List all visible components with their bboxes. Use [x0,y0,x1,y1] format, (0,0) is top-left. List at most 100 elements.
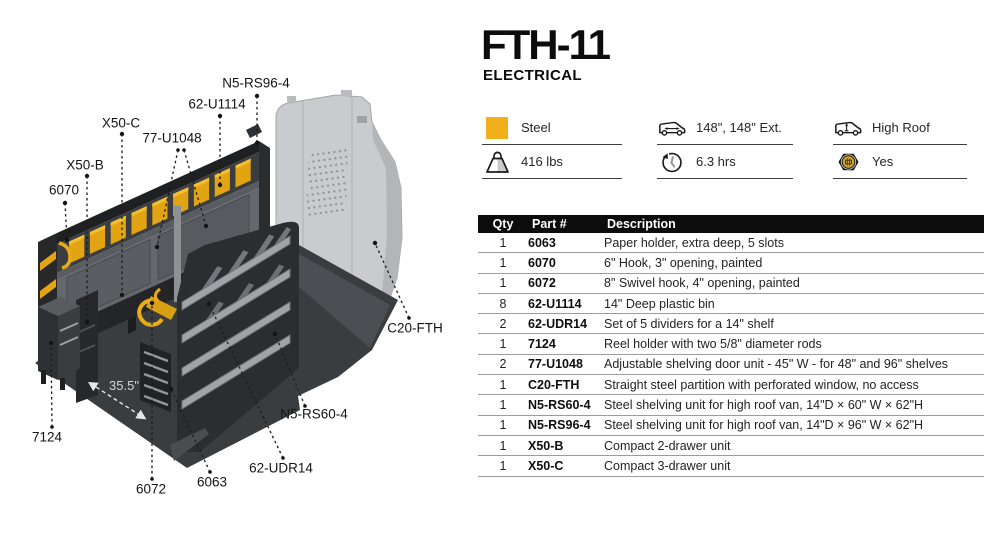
part-cell: N5-RS60-4 [528,394,604,416]
callout-label: X50-B [66,158,104,173]
desc-cell: Adjustable shelving door unit - 45" W - … [604,354,984,376]
spec-wheelbase-label: 148", 148" Ext. [696,120,782,135]
qty-cell: 1 [478,435,528,457]
paper-holder-6063 [140,342,171,412]
top-bracket [246,124,262,138]
qty-cell: 1 [478,333,528,355]
callout-label: N5-RS96-4 [222,76,290,91]
qty-cell: 1 [478,252,528,274]
col-header-desc: Description [604,215,984,233]
van-wheelbase-icon [657,117,687,139]
partition-bracket [357,116,367,123]
callout-label: 77-U1048 [142,131,201,146]
callout-7124: 7124 [32,340,63,445]
qty-cell: 8 [478,293,528,315]
callout-6070: 6070 [49,183,79,243]
shelf-rail [181,301,291,377]
dimension-label: 35.5" [109,378,139,393]
spec-install-time: 6.3 hrs [657,145,793,179]
arrowhead [88,382,99,392]
desc-cell: 14" Deep plastic bin [604,293,984,315]
part-cell: 6070 [528,252,604,274]
desc-cell: Steel shelving unit for high roof van, 1… [604,415,984,436]
col-header-part: Part # [528,215,604,233]
floor-shadow [284,250,390,348]
spec-hardware-label: Yes [872,154,894,169]
spec-install-time-label: 6.3 hrs [696,154,736,169]
part-cell: C20-FTH [528,374,604,396]
qty-cell: 1 [478,455,528,477]
spec-weight: 416 lbs [482,145,622,179]
spec-hardware: Yes [833,145,967,179]
clock-rework-icon [657,149,687,175]
partition-side-shade [372,122,402,298]
spec-column-1: Steel 416 lbs [482,111,622,179]
callout-label: 6063 [197,475,227,490]
drawer-units-x50 [76,290,98,403]
col-header-qty: Qty [478,215,528,233]
van-high-roof-icon [833,117,863,139]
desc-cell: Compact 3-drawer unit [604,455,984,477]
callout-77-u1048: 77-U1048 [142,131,209,250]
shelf-rail [181,334,291,410]
part-cell: 62-UDR14 [528,313,604,335]
desc-cell: Set of 5 dividers for a 14" shelf [604,313,984,335]
base-plate [170,428,209,461]
partition-tab [341,90,352,96]
qty-cell: 1 [478,233,528,254]
qty-cell: 2 [478,313,528,335]
spec-weight-label: 416 lbs [521,154,563,169]
callout-label: X50-C [102,116,141,131]
shelf-divider-62-udr14 [227,250,249,277]
qty-cell: 1 [478,394,528,416]
callout-label: 6072 [136,482,166,497]
desc-cell: Straight steel partition with perforated… [604,374,984,396]
dimension-line [95,386,139,415]
steel-color-swatch [482,116,512,140]
hazard-stripe [40,251,56,271]
spec-roof-label: High Roof [872,120,930,135]
shelf-rail [181,235,291,311]
desc-cell: Reel holder with two 5/8" diameter rods [604,333,984,355]
callout-6063: 6063 [168,386,227,490]
part-cell: 7124 [528,333,604,355]
spec-wheelbase: 148", 148" Ext. [657,111,793,145]
part-cell: X50-B [528,435,604,457]
spec-column-2: 148", 148" Ext. 6.3 hrs [657,111,793,179]
drawer-edge [78,344,96,353]
callout-x50-c: X50-C [102,116,141,298]
spec-roof: High Roof [833,111,967,145]
qty-cell: 1 [478,374,528,396]
parts-table-header-row: Qty Part # Description [478,215,984,233]
shelf-divider-62-udr14 [201,266,223,293]
hex-nut-icon [833,149,863,175]
arrowhead [135,409,147,420]
drawer-edge [78,324,96,333]
part-cell: 6063 [528,233,604,254]
page-subtitle: ELECTRICAL [483,67,582,84]
desc-cell: Paper holder, extra deep, 5 slots [604,233,984,254]
shelving-unit-n5-rs60-4 [170,221,299,461]
callout-n5-rs60-4: N5-RS60-4 [272,331,348,422]
shelf-divider-62-udr14 [253,234,275,261]
callout-n5-rs96-4: N5-RS96-4 [222,76,290,146]
callout-x50-b: X50-B [66,158,104,325]
perforated-window [306,146,348,216]
page-title: FTH-11 [481,21,611,68]
callout-62-udr14: 62-UDR14 [206,301,313,476]
part-cell: 77-U1048 [528,354,604,376]
spec-column-3: High Roof Yes [833,111,967,179]
partition-tab [287,96,296,102]
callout-6072: 6072 [136,300,166,497]
shelf-rail [181,268,291,344]
